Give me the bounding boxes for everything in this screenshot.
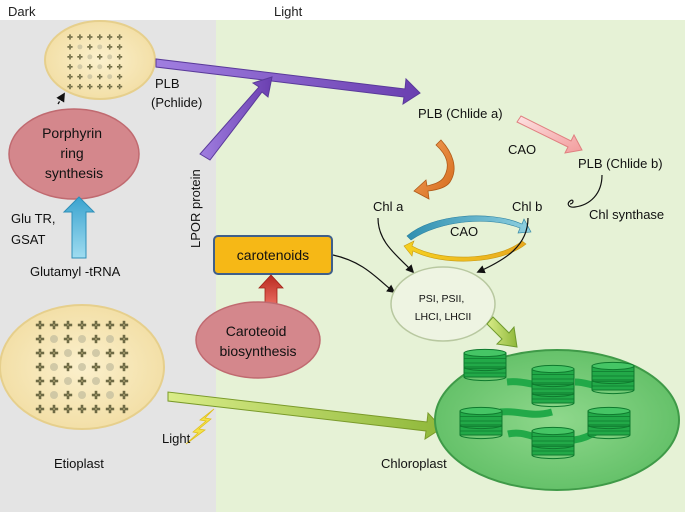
chloroplast-label: Chloroplast	[381, 456, 447, 471]
chl-b-to-photosystems-arrow	[476, 217, 529, 274]
porphyrin-synthesis-node: Porphyrin ring synthesis	[8, 108, 140, 200]
svg-text:Porphyrin ring syn: Porphyrin ring synthesis	[42, 125, 106, 181]
chl-synthase-label: Chl synthase	[589, 207, 664, 222]
biosynthesis-to-carotenoids-arrow	[258, 274, 284, 305]
porphyrin-to-plastid-arrow	[56, 92, 65, 105]
plb-chlide-a-label: PLB (Chlide a)	[418, 106, 503, 121]
lightning-icon	[185, 408, 215, 445]
cao-top-label: CAO	[508, 142, 536, 157]
chloroplast	[434, 348, 680, 491]
chlide-a-to-chlide-b-arrow	[516, 115, 583, 154]
etioplast	[0, 304, 165, 430]
plastid-small	[44, 20, 156, 100]
chl-a-label: Chl a	[373, 199, 404, 214]
photosystems-node: PSI, PSII, LHCI, LHCII	[390, 266, 496, 342]
carotenoids-node: carotenoids	[213, 235, 333, 275]
caroteoid-biosynthesis-node: Caroteoid biosynthesis	[195, 301, 321, 379]
light-trigger-label: Light	[162, 431, 191, 446]
dark-region-label: Dark	[8, 4, 36, 19]
svg-text:Caroteoid biosynthesis: Caroteoid biosynthesis	[219, 323, 296, 359]
light-region-label: Light	[274, 4, 303, 19]
etioplast-label: Etioplast	[54, 456, 104, 471]
carotenoids-to-photosystems-arrow	[332, 254, 396, 294]
plb-chlide-b-label: PLB (Chlide b)	[578, 156, 663, 171]
chl-b-to-chl-a-arc	[403, 240, 527, 262]
plb-pchlide-label: PLB (Pchlide)	[151, 76, 202, 110]
lpor-protein-label: LPOR protein	[188, 169, 203, 248]
chlide-a-to-chl-a-arrow	[413, 139, 455, 200]
chl-a-to-chl-b-arc	[406, 215, 532, 241]
photosystems-to-chloroplast-arrow	[486, 316, 518, 348]
svg-text:PSI, PSII, LHCI, LHCII: PSI, PSII, LHCI, LHCII	[415, 293, 472, 323]
chl-synthase-arrow	[567, 174, 603, 208]
cao-mid-label: CAO	[450, 224, 478, 239]
pchlide-to-chlide-a-arrow	[155, 58, 421, 106]
etioplast-to-chloroplast-arrow	[167, 391, 443, 441]
chl-a-to-photosystems-arrow	[377, 217, 415, 274]
svg-text:carotenoids: carotenoids	[237, 247, 309, 263]
dark-region	[0, 20, 216, 512]
glutamyl-trna-label: Glutamyl -tRNA	[30, 264, 121, 279]
glu-tr-gsat-label: Glu TR, GSAT	[11, 211, 59, 247]
lpor-arrow	[199, 76, 273, 161]
chl-b-label: Chl b	[512, 199, 542, 214]
glutamyl-to-porphyrin-arrow	[62, 196, 96, 259]
